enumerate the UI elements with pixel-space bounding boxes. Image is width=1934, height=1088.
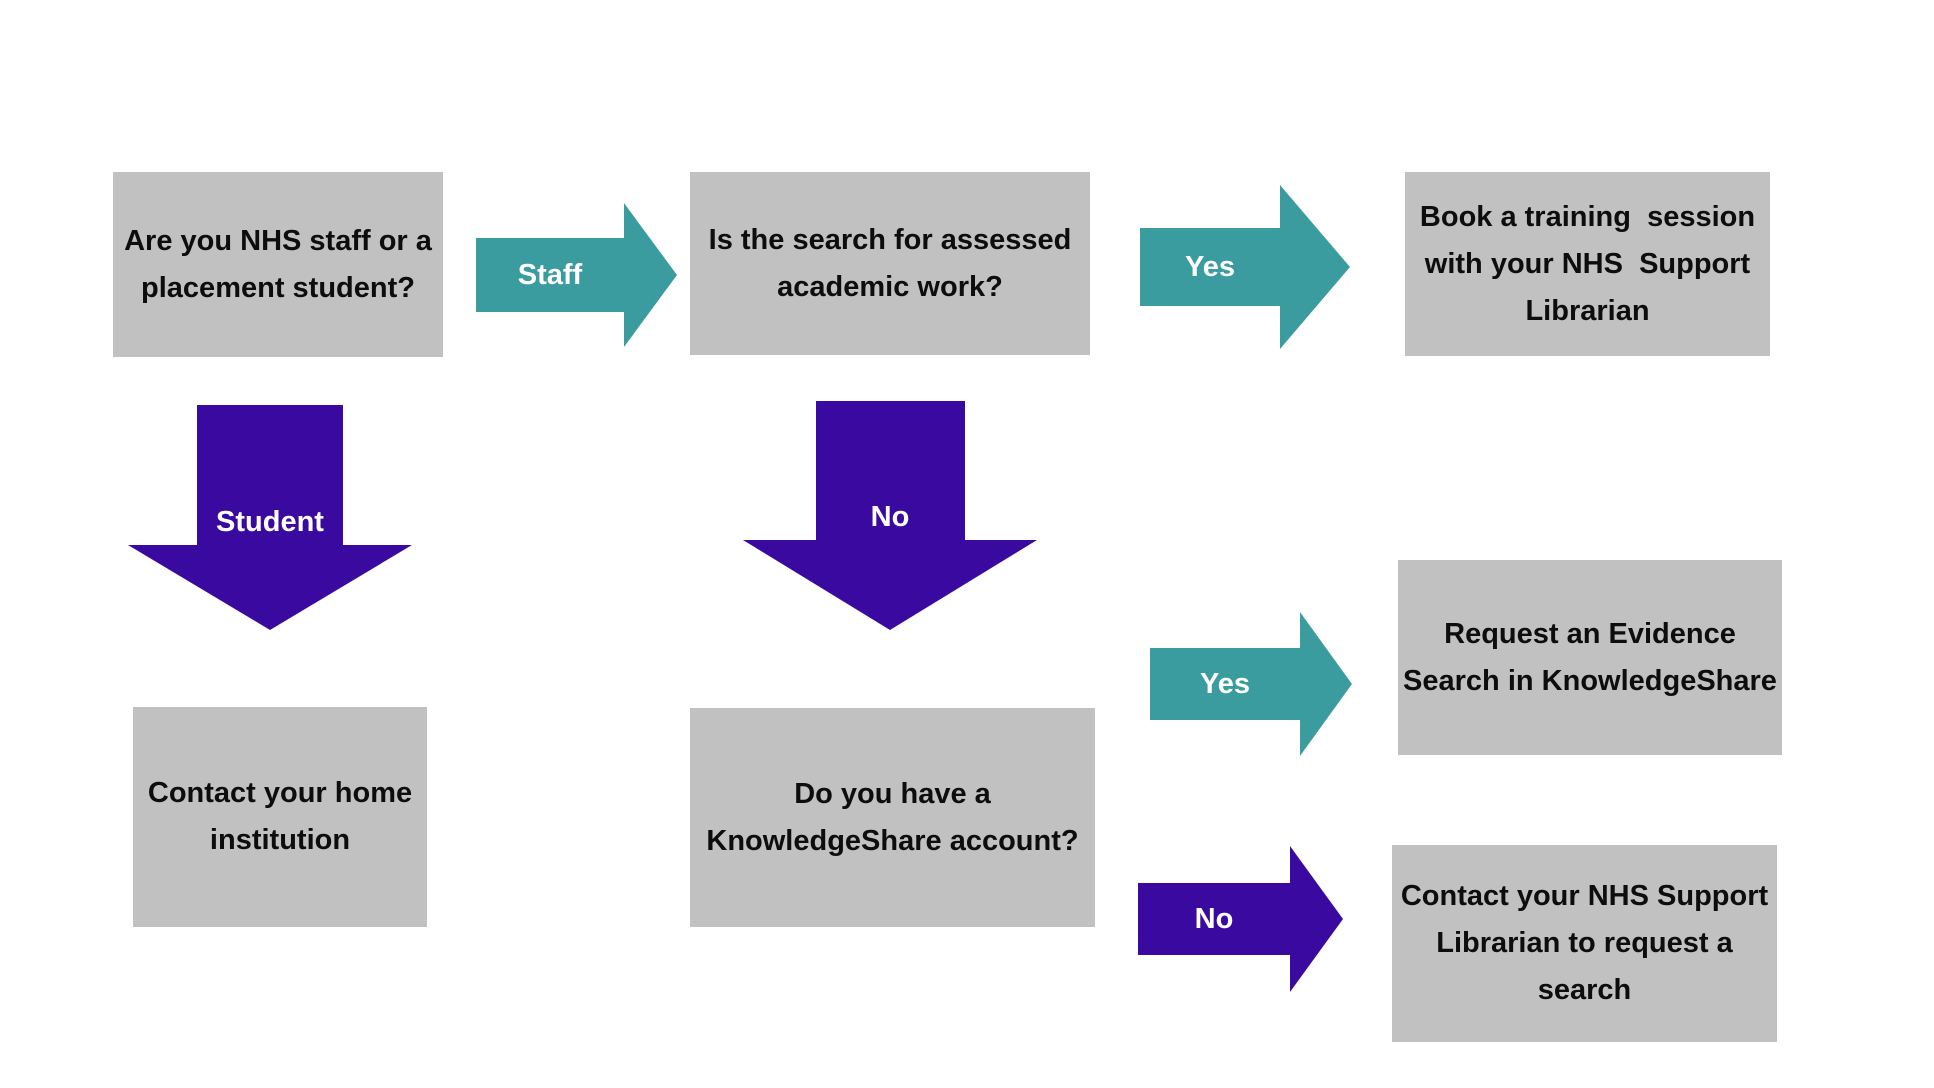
arrow-no-assessed-head [743, 540, 1037, 630]
arrow-staff: Staff [476, 203, 677, 347]
node-text-line: institution [209, 824, 351, 856]
node-text-line: Request an Evidence [1444, 617, 1736, 650]
arrow-no-knowledgeshare-head [1290, 846, 1343, 992]
arrow-yes-knowledgeshare-head [1300, 612, 1352, 756]
node-text-line: Librarian to request a [1436, 927, 1733, 959]
node-text-line: with your NHS Support [1424, 247, 1751, 280]
node-text-line: placement student? [141, 271, 415, 304]
arrow-yes-knowledgeshare-label: Yes [1200, 667, 1250, 700]
arrow-student-head [128, 545, 412, 630]
arrow-student-body: Student [197, 405, 343, 545]
arrow-student-label: Student [216, 506, 324, 538]
arrow-staff-label: Staff [517, 258, 583, 291]
node-staff-question: Are you NHS staff or a placement student… [113, 172, 443, 357]
arrow-no-assessed: No [743, 401, 1037, 630]
node-contact-librarian: Contact your NHS Support Librarian to re… [1392, 845, 1777, 1042]
node-knowledgeshare-question: Do you have a KnowledgeShare account? [690, 708, 1095, 927]
arrow-yes-assessed-head [1280, 185, 1350, 349]
node-text-line: search [1537, 974, 1632, 1006]
node-text-line: Contact your home [147, 777, 413, 809]
node-text-line: Is the search for assessed [708, 223, 1072, 256]
node-text-line: Do you have a [794, 777, 991, 810]
arrow-yes-assessed: Yes [1140, 185, 1350, 349]
arrow-no-knowledgeshare: No [1138, 846, 1343, 992]
arrow-no-assessed-label: No [870, 501, 910, 533]
node-text-line: Book a training session [1419, 200, 1756, 233]
arrow-staff-head [624, 203, 677, 347]
node-book-training: Book a training session with your NHS Su… [1405, 172, 1770, 356]
arrow-no-assessed-body: No [815, 401, 965, 540]
arrow-staff-body: Staff [476, 238, 624, 312]
node-request-search: Request an Evidence Search in KnowledgeS… [1398, 560, 1782, 755]
node-text-line: Contact your NHS Support [1400, 880, 1769, 912]
node-text-line: academic work? [777, 270, 1003, 303]
arrow-yes-knowledgeshare-body: Yes [1150, 648, 1300, 720]
arrow-no-knowledgeshare-body: No [1138, 883, 1290, 955]
node-assessed-question: Is the search for assessed academic work… [690, 172, 1090, 355]
arrow-yes-knowledgeshare: Yes [1150, 612, 1352, 756]
node-contact-home: Contact your home institution [133, 707, 427, 927]
node-text-line: KnowledgeShare account? [706, 824, 1079, 857]
node-text-line: Are you NHS staff or a [124, 224, 432, 257]
node-text-line: Librarian [1525, 294, 1650, 327]
node-text-line: Search in KnowledgeShare [1403, 664, 1777, 697]
arrow-no-knowledgeshare-label: No [1194, 902, 1234, 935]
arrow-yes-assessed-body: Yes [1140, 228, 1280, 306]
arrow-student: Student [128, 405, 412, 630]
arrow-yes-assessed-label: Yes [1185, 250, 1235, 283]
